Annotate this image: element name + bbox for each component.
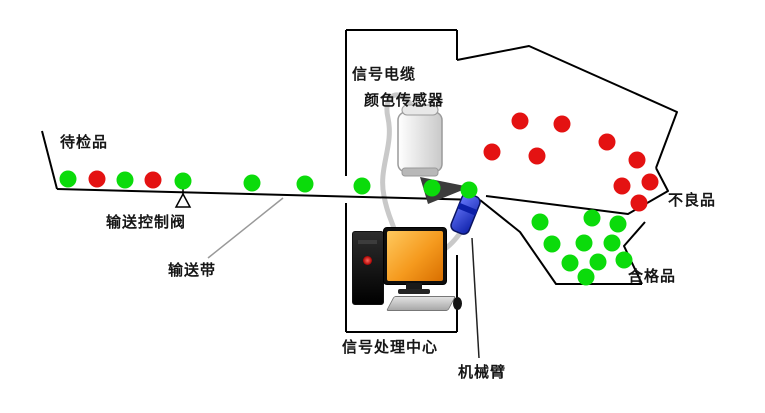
- tower-power-light: [363, 256, 372, 265]
- defective-item-dot: [641, 173, 659, 191]
- label-conveyor-valve: 输送控制阀: [106, 213, 187, 231]
- qualified-item-dot: [575, 234, 593, 252]
- sorter-lower-right-edge: [623, 221, 646, 285]
- sorter-top-edge: [456, 45, 678, 169]
- defective-item-dot: [483, 143, 501, 161]
- conveyor-item-dot: [116, 171, 134, 189]
- color-sensor-cap: [401, 104, 439, 116]
- qualified-item-dot: [609, 215, 627, 233]
- robot-arm-band: [457, 202, 478, 216]
- qualified-item-dot: [589, 253, 607, 271]
- label-defective: 不良品: [668, 191, 717, 209]
- color-sensor-body: [397, 111, 443, 173]
- monitor-screen: [387, 231, 443, 281]
- qualified-item-dot: [531, 213, 549, 231]
- conveyor-item-dot: [460, 181, 478, 199]
- conveyor-item-dot: [144, 171, 162, 189]
- qualified-item-dot: [583, 209, 601, 227]
- label-robot-arm: 机械臂: [458, 363, 507, 381]
- computer-keyboard: [386, 296, 456, 311]
- conveyor-item-dot: [59, 170, 77, 188]
- qualified-item-dot: [577, 268, 595, 286]
- conveyor-item-dot: [88, 170, 106, 188]
- belt-left-edge: [41, 130, 58, 190]
- conveyor-item-dot: [296, 175, 314, 193]
- qualified-item-dot: [561, 254, 579, 272]
- valve-triangle-icon: [174, 192, 192, 208]
- signal-cable-line: [380, 92, 417, 239]
- computer-tower: [352, 231, 384, 305]
- defective-item-dot: [553, 115, 571, 133]
- conveyor-item-dot: [353, 177, 371, 195]
- label-qualified: 合格品: [628, 267, 677, 285]
- computer-monitor: [383, 227, 447, 285]
- arm-label-line: [471, 237, 480, 359]
- defective-item-dot: [613, 177, 631, 195]
- label-signal-center: 信号处理中心: [342, 338, 439, 356]
- defective-item-dot: [628, 151, 646, 169]
- belt-label-line: [207, 197, 284, 259]
- qualified-item-dot: [543, 235, 561, 253]
- conveyor-item-dot: [423, 179, 441, 197]
- belt-line: [56, 188, 481, 201]
- defective-item-dot: [630, 194, 648, 212]
- defective-item-dot: [528, 147, 546, 165]
- tower-drive-slot: [358, 240, 377, 244]
- sorter-lower-left-edge: [479, 199, 642, 285]
- monitor-stand: [406, 283, 422, 290]
- qualified-item-dot: [615, 251, 633, 269]
- label-color-sensor: 颜色传感器: [364, 91, 445, 109]
- conveyor-item-dot: [174, 172, 192, 190]
- label-pending-items: 待检品: [60, 133, 109, 151]
- monitor-base: [398, 289, 430, 294]
- defective-item-dot: [598, 133, 616, 151]
- color-sensor-rim: [401, 167, 439, 177]
- label-conveyor-belt: 输送带: [168, 261, 217, 279]
- qualified-item-dot: [603, 234, 621, 252]
- label-signal-cable: 信号电缆: [352, 65, 417, 83]
- computer-mouse: [453, 297, 462, 310]
- sorter-divider-edge: [485, 167, 669, 215]
- defective-item-dot: [511, 112, 529, 130]
- conveyor-item-dot: [243, 174, 261, 192]
